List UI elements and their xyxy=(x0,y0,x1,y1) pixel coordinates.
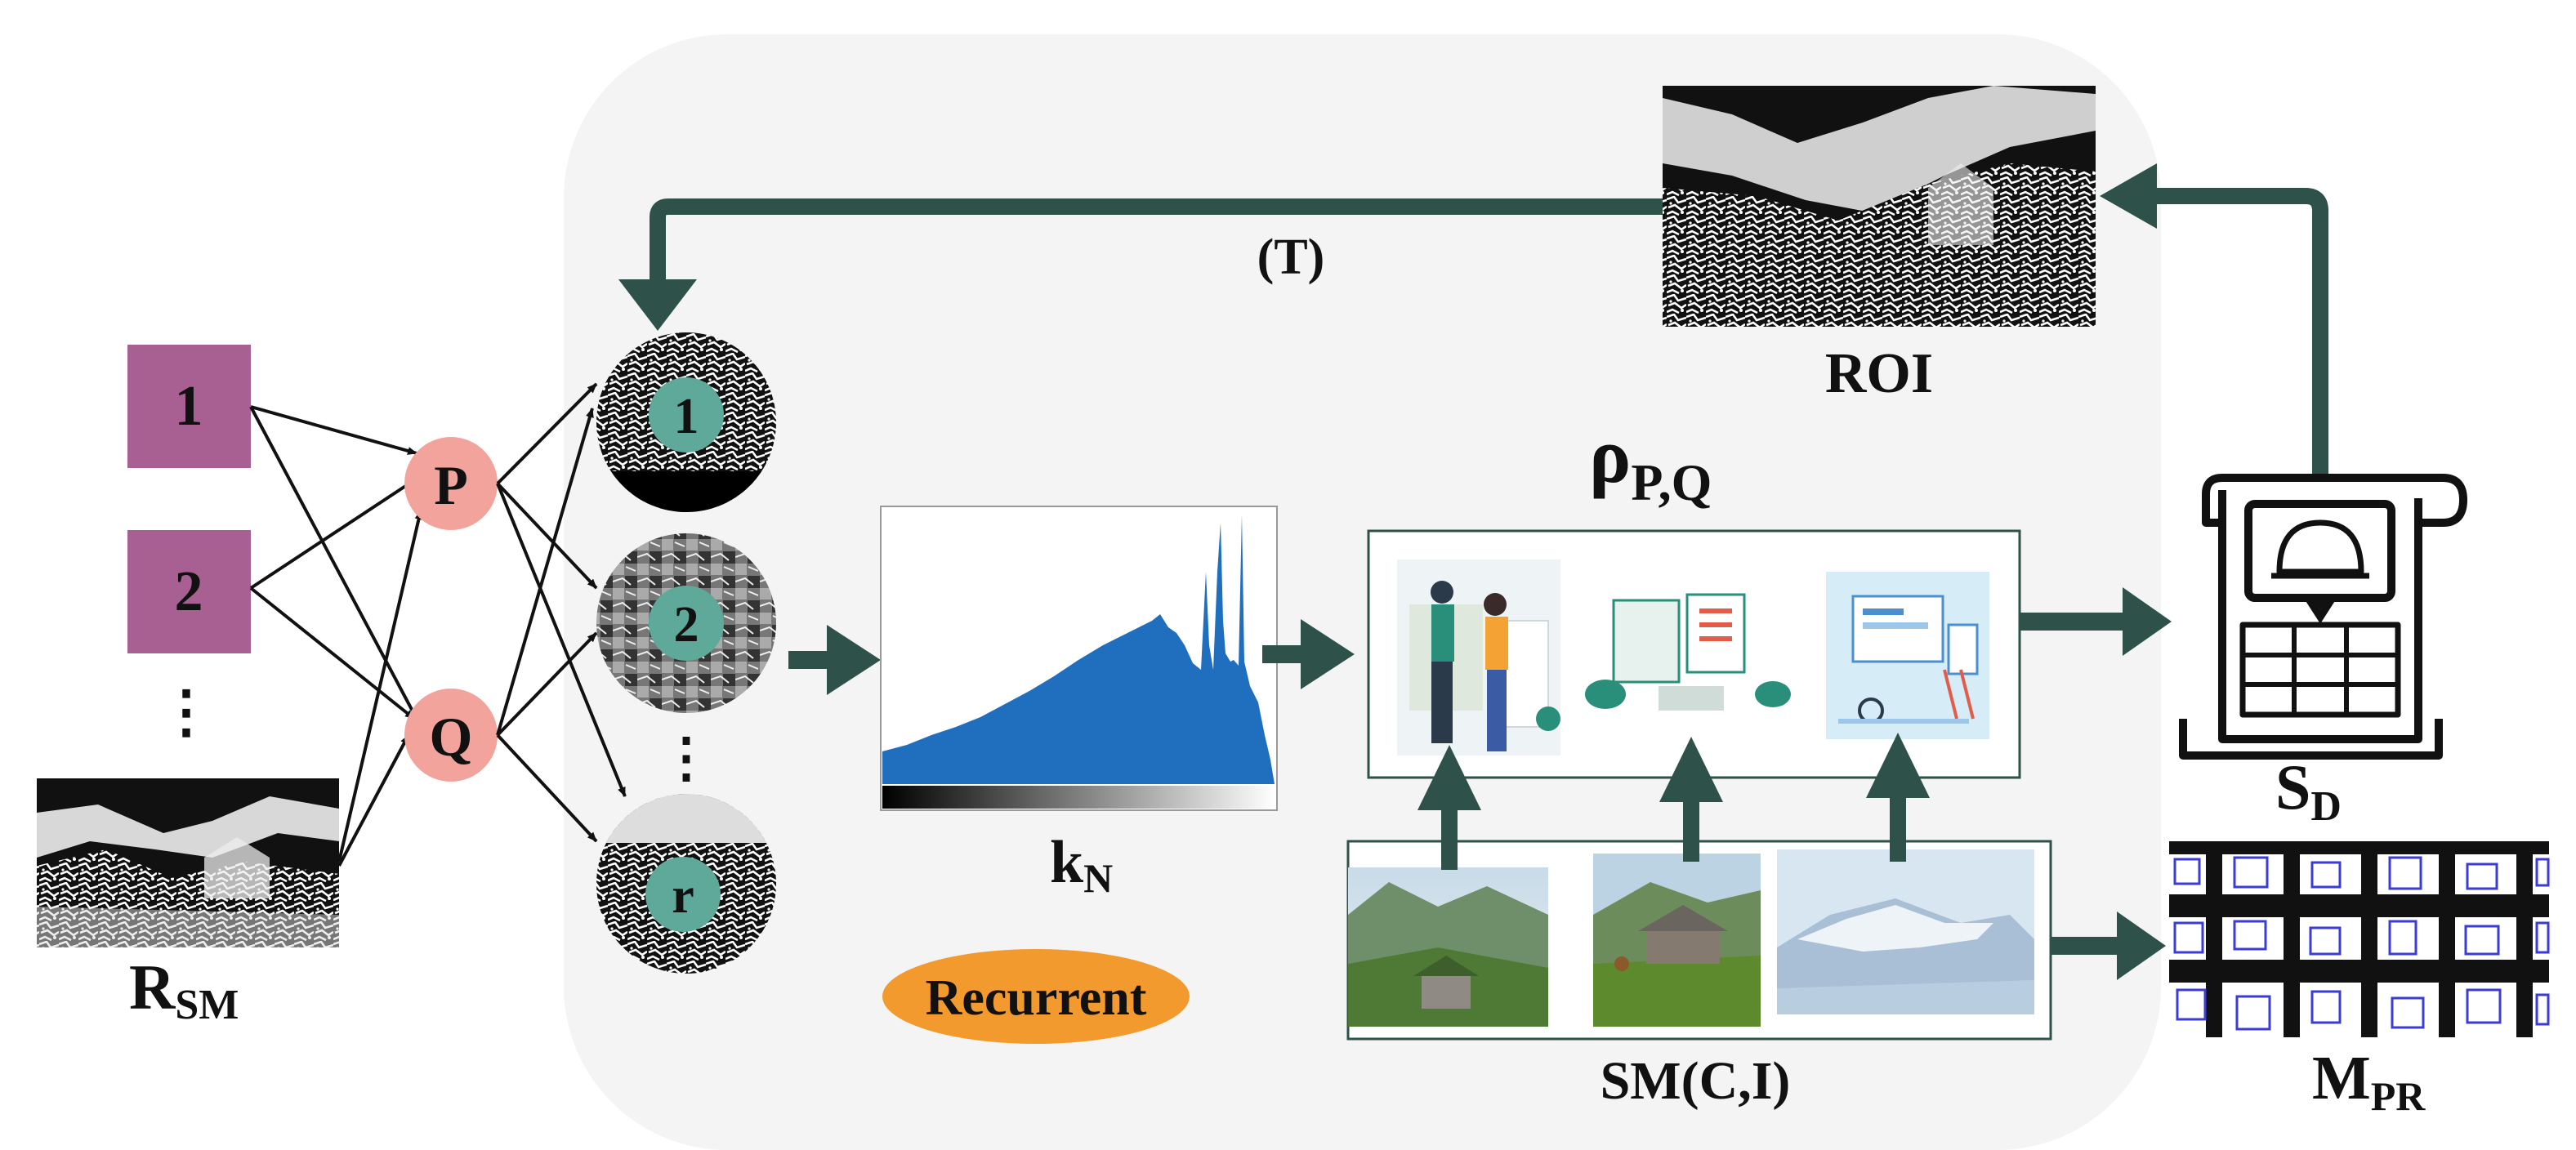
hidden-node-p: P xyxy=(404,437,498,530)
photo-valley-house xyxy=(1348,867,1548,1027)
sm-panel xyxy=(1346,840,2052,1041)
rsm-label: RSM xyxy=(129,952,239,1028)
arrow-sm-to-rho-1 xyxy=(1417,745,1481,870)
photo-snowy-mountain xyxy=(1777,849,2034,1014)
illustration-people-board xyxy=(1397,559,1560,756)
arrow-clusters-to-histogram xyxy=(788,625,881,695)
feedback-t-label: (T) xyxy=(1257,230,1325,285)
roi-image xyxy=(1663,86,2096,327)
sd-label: SD xyxy=(2275,751,2342,830)
sd-document-icon xyxy=(2179,474,2467,760)
input-node-2: 2 xyxy=(127,530,251,653)
cluster-1: 1 xyxy=(596,332,776,512)
rho-label: ρP,Q xyxy=(1589,412,1712,511)
illustration-dashboard xyxy=(1826,572,1989,739)
arrow-sd-to-roi xyxy=(2100,163,2328,474)
arrow-sm-to-mpr xyxy=(2051,912,2166,980)
input-to-hidden-arrows xyxy=(249,405,423,867)
kn-label: kN xyxy=(1050,829,1113,901)
svg-text:Recurrent: Recurrent xyxy=(926,970,1147,1026)
svg-text:Q: Q xyxy=(430,706,473,768)
recurrent-badge: Recurrent xyxy=(882,949,1190,1044)
input-node-1-label: 1 xyxy=(175,375,203,438)
rho-panel xyxy=(1367,529,2021,779)
input-image-rsm xyxy=(37,778,339,947)
input-ellipsis: ⋮ xyxy=(158,681,215,744)
svg-text:P: P xyxy=(434,454,468,516)
illustration-documents xyxy=(1577,584,1801,723)
histogram-kn xyxy=(880,506,1278,811)
mpr-pattern xyxy=(2169,841,2550,1037)
mpr-label: MPR xyxy=(2312,1044,2426,1119)
arrow-sm-to-rho-2 xyxy=(1659,737,1723,862)
cluster-r-label: r xyxy=(672,868,694,924)
cluster-1-label: 1 xyxy=(674,389,699,444)
histogram-bars xyxy=(882,515,1275,784)
input-node-1: 1 xyxy=(127,345,251,468)
hidden-to-cluster-arrows xyxy=(496,382,627,843)
arrow-rho-to-sd xyxy=(2020,587,2172,656)
cluster-ellipsis: ⋮ xyxy=(659,729,713,788)
cluster-2-label: 2 xyxy=(674,597,699,653)
photo-farmhouse xyxy=(1593,854,1761,1027)
arrow-roi-to-clusters xyxy=(618,198,1663,331)
sm-label: SM(C,I) xyxy=(1601,1051,1791,1111)
roi-label: ROI xyxy=(1825,342,1933,405)
cluster-2: 2 xyxy=(596,533,776,713)
hidden-node-q: Q xyxy=(404,689,498,782)
arrow-histogram-to-rho xyxy=(1262,619,1355,689)
arrow-sm-to-rho-3 xyxy=(1866,733,1930,862)
cluster-r: r xyxy=(596,794,776,974)
input-node-2-label: 2 xyxy=(175,560,203,623)
